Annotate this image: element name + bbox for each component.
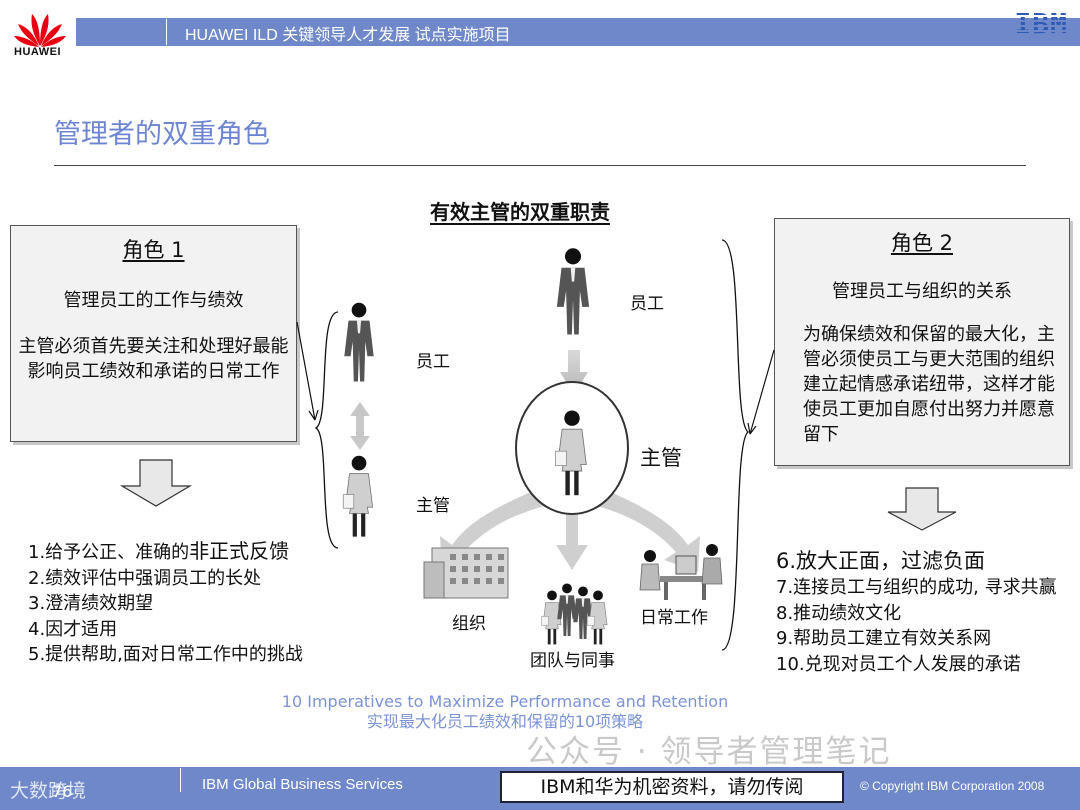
page-title: 管理者的双重角色 — [54, 119, 270, 150]
down-arrow-left — [119, 459, 193, 507]
header-title: HUAWEI ILD 关键领导人才发展 试点实施项目 — [185, 27, 511, 44]
label-top-employee: 员工 — [630, 294, 664, 314]
role-2-box: 角色 2 管理员工与组织的关系 为确保绩效和保留的最大化，主管必须使员工与更大范… — [774, 218, 1070, 466]
double-arrow — [350, 402, 370, 450]
connector-line-right — [749, 349, 775, 435]
arrow-to-team — [556, 505, 588, 570]
arrow-to-daily-work — [594, 488, 700, 572]
confidential-notice: IBM和华为机密资料，请勿传阅 — [500, 771, 844, 803]
list-item: 9.帮助员工建立有效关系网 — [776, 628, 992, 649]
watermark-text: 公众号 · 领导者管理笔记 — [526, 734, 892, 770]
employee-figure-top — [556, 248, 590, 335]
header-separator — [166, 19, 167, 45]
caption-chinese: 实现最大化员工绩效和保留的10项策略 — [366, 712, 644, 731]
footer-separator — [180, 768, 181, 792]
diagram-title: 有效主管的双重职责 — [430, 200, 610, 224]
page-number: 76 — [52, 782, 73, 801]
role-1-description: 主管必须首先要关注和处理好最能影响员工绩效和承诺的日常工作 — [18, 336, 289, 382]
copyright: © Copyright IBM Corporation 2008 — [860, 779, 1045, 793]
role-2-subtitle: 管理员工与组织的关系 — [832, 281, 1012, 302]
right-brace — [721, 239, 750, 651]
label-organization: 组织 — [452, 614, 486, 634]
caption-english: 10 Imperatives to Maximize Performance a… — [281, 692, 729, 711]
label-daily-work: 日常工作 — [640, 608, 708, 628]
label-left-employee: 员工 — [416, 352, 450, 372]
title-divider — [54, 165, 1026, 166]
up-arrow — [560, 350, 588, 395]
role-1-subtitle: 管理员工的工作与绩效 — [63, 290, 244, 311]
role-2-imperatives-list: 6.放大正面，过滤负面 7.连接员工与组织的成功, 寻求共赢 8.推动绩效文化 … — [776, 548, 1076, 677]
role-2-description: 为确保绩效和保留的最大化，主管必须使员工与更大范围的组织建立起情感承诺纽带，这样… — [803, 324, 1055, 445]
list-item: 8.推动绩效文化 — [776, 602, 902, 624]
list-item: 4.因才适用 — [28, 618, 118, 640]
label-left-manager: 主管 — [416, 496, 450, 516]
desk-work-icon — [639, 544, 723, 600]
down-arrow-right — [887, 487, 957, 531]
role-1-heading: 角色 1 — [122, 238, 185, 262]
footer-watermark: 大数跨境 — [10, 780, 87, 802]
huawei-wordmark: HUAWEI — [14, 46, 61, 58]
left-brace — [314, 311, 339, 549]
connector-line-left — [296, 321, 316, 421]
arrow-to-org — [440, 488, 548, 572]
imperatives-caption: 10 Imperatives to Maximize Performance a… — [280, 692, 730, 732]
office-building-icon — [423, 547, 509, 599]
list-item: 3.澄清绩效期望 — [28, 593, 154, 614]
ibm-logo: IBM — [1014, 7, 1068, 40]
label-team: 团队与同事 — [530, 651, 615, 671]
list-item: 10.兑现对员工个人发展的承诺 — [776, 653, 1021, 675]
team-group-icon — [541, 583, 608, 645]
manager-figure — [342, 455, 374, 538]
huawei-logo — [14, 14, 66, 47]
label-center-manager: 主管 — [640, 446, 682, 470]
list-item: 2.绩效评估中强调员工的长处 — [28, 567, 262, 589]
role-1-box: 角色 1 管理员工的工作与绩效 主管必须首先要关注和处理好最能影响员工绩效和承诺… — [10, 225, 297, 442]
list-item: 6.放大正面，过滤负面 — [776, 549, 986, 573]
role-1-imperatives-list: 1.给予公正、准确的非正式反馈 2.绩效评估中强调员工的长处 3.澄清绩效期望 … — [28, 539, 338, 668]
list-item: 5.提供帮助,面对日常工作中的挑战 — [28, 644, 303, 665]
list-item: 1.给予公正、准确的非正式反馈 — [28, 539, 290, 563]
list-item: 7.连接员工与组织的成功, 寻求共赢 — [776, 577, 1057, 598]
header-bar — [76, 18, 1080, 46]
employee-figure — [344, 302, 374, 382]
footer-division: IBM Global Business Services — [202, 776, 403, 793]
role-2-heading: 角色 2 — [890, 231, 954, 255]
